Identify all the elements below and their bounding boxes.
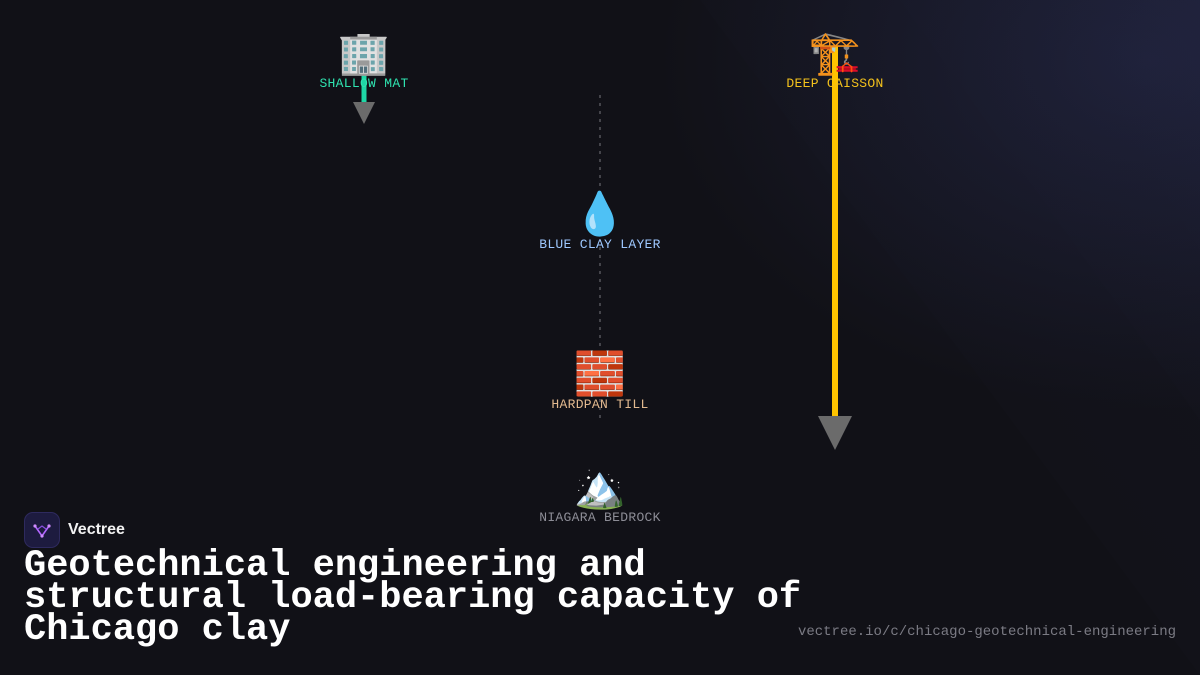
node-label: NIAGARA BEDROCK — [539, 510, 661, 525]
deep-caisson-arrowhead — [818, 416, 852, 450]
brick-icon: 🧱 — [573, 349, 627, 398]
source-url[interactable]: vectree.io/c/chicago-geotechnical-engine… — [797, 624, 1176, 640]
vectree-logo-icon — [24, 512, 60, 548]
node-label: BLUE CLAY LAYER — [539, 237, 661, 252]
node-niagara-bedrock: 🏔️ NIAGARA BEDROCK — [539, 462, 661, 526]
node-label: SHALLOW MAT — [319, 76, 409, 91]
node-label: DEEP CAISSON — [786, 76, 884, 91]
brand-name: Vectree — [68, 521, 125, 538]
node-blue-clay-layer: 💧 BLUE CLAY LAYER — [539, 189, 661, 253]
shallow-mat-arrowhead — [353, 102, 375, 124]
water-droplet-icon: 💧 — [573, 189, 627, 238]
page-title: Geotechnical engineering and structural … — [24, 545, 802, 651]
node-label: HARDPAN TILL — [551, 397, 649, 412]
node-shallow-mat: 🏢 SHALLOW MAT — [319, 28, 409, 92]
snow-capped-mountain-icon: 🏔️ — [573, 462, 627, 511]
node-deep-caisson: 🏗️ DEEP CAISSON — [786, 28, 884, 92]
brand[interactable]: Vectree — [24, 512, 125, 548]
construction-crane-icon: 🏗️ — [808, 28, 862, 77]
node-hardpan-till: 🧱 HARDPAN TILL — [551, 349, 649, 413]
office-building-icon: 🏢 — [337, 28, 391, 77]
